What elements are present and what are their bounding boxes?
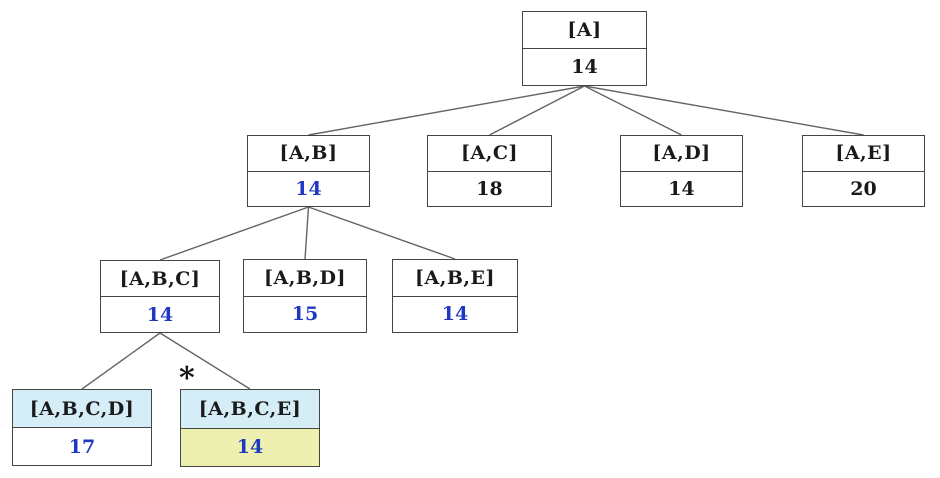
tree-node-ac: [A,C]18 bbox=[427, 135, 552, 207]
node-value: 14 bbox=[181, 428, 319, 466]
edge-a-ae bbox=[584, 85, 864, 136]
node-value: 18 bbox=[428, 171, 551, 206]
node-label: [A,B] bbox=[248, 136, 369, 172]
tree-node-abe: [A,B,E]14 bbox=[392, 259, 518, 333]
edge-ab-abd bbox=[304, 206, 310, 260]
node-label: [A,C] bbox=[428, 136, 551, 172]
node-value: 14 bbox=[523, 49, 646, 85]
edge-a-ad bbox=[584, 85, 682, 136]
tree-node-ad: [A,D]14 bbox=[620, 135, 743, 207]
node-value: 15 bbox=[244, 296, 366, 332]
tree-node-a: [A]14 bbox=[522, 11, 647, 86]
edge-abc-abcd bbox=[81, 332, 161, 390]
node-value: 14 bbox=[393, 296, 517, 332]
tree-node-abc: [A,B,C]14 bbox=[100, 260, 220, 333]
edge-ab-abc bbox=[159, 206, 309, 261]
node-value: 17 bbox=[13, 428, 151, 465]
tree-node-abcd: [A,B,C,D]17 bbox=[12, 389, 152, 466]
node-value: 14 bbox=[101, 297, 219, 332]
node-label: [A,E] bbox=[803, 136, 924, 172]
node-value: 20 bbox=[803, 171, 924, 206]
asterisk-annotation: * bbox=[179, 361, 195, 396]
edge-a-ab bbox=[308, 85, 585, 136]
edge-abc-abce bbox=[159, 332, 251, 390]
node-label: [A,B,C,D] bbox=[13, 390, 151, 428]
tree-node-ab: [A,B]14 bbox=[247, 135, 370, 207]
node-label: [A,B,C,E] bbox=[181, 390, 319, 429]
node-value: 14 bbox=[248, 171, 369, 206]
tree-node-abce: [A,B,C,E]14 bbox=[180, 389, 320, 467]
node-label: [A,B,E] bbox=[393, 260, 517, 297]
node-label: [A,B,C] bbox=[101, 261, 219, 297]
edge-a-ac bbox=[489, 85, 585, 136]
node-label: [A,D] bbox=[621, 136, 742, 172]
edge-ab-abe bbox=[308, 206, 456, 260]
node-value: 14 bbox=[621, 171, 742, 206]
tree-node-abd: [A,B,D]15 bbox=[243, 259, 367, 333]
node-label: [A,B,D] bbox=[244, 260, 366, 297]
node-label: [A] bbox=[523, 12, 646, 49]
tree-node-ae: [A,E]20 bbox=[802, 135, 925, 207]
